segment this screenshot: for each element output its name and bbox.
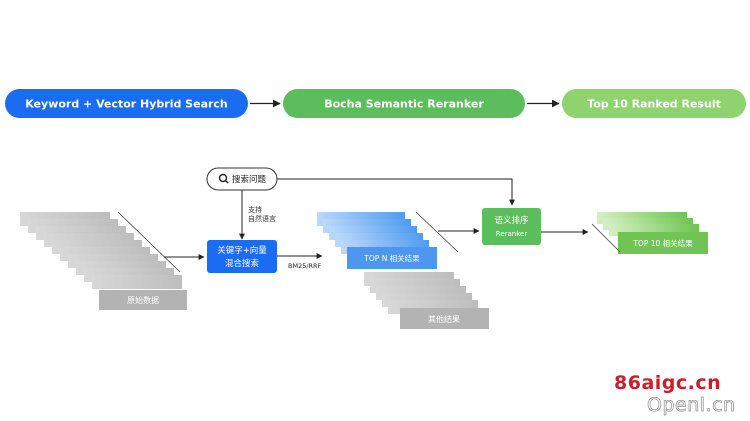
arrow-query-to-reranker (277, 178, 515, 206)
pipeline-step-reranker: Bocha Semantic Reranker (283, 89, 525, 118)
reranker-label-2: Reranker (496, 230, 528, 238)
raw-data-label: 原始数据 (127, 295, 159, 305)
raw-data-divider (117, 211, 181, 273)
search-icon (218, 173, 229, 184)
top-n-label: TOP N 相关结果 (363, 253, 420, 263)
search-query-label: 搜索问题 (232, 174, 267, 185)
hybrid-search-box: 关键字+向量 混合搜索 (207, 240, 277, 273)
other-results-stack: 其他结果 (364, 272, 489, 329)
top-n-stack: TOP N 相关结果 (317, 212, 437, 269)
watermark-openl: Openl.cn (647, 394, 736, 417)
support-label-2: 自然语言 (248, 214, 276, 223)
watermark-86aigc: 86aigc.cn (614, 372, 722, 394)
pipeline-step-hybrid-search: Keyword + Vector Hybrid Search (5, 89, 248, 118)
hybrid-search-label-2: 混合搜索 (225, 258, 259, 269)
top-n-divider (415, 211, 459, 253)
search-query-box: 搜索问题 (206, 167, 278, 191)
hybrid-search-label-1: 关键字+向量 (217, 245, 267, 256)
pipeline-step-top10-label: Top 10 Ranked Result (587, 98, 721, 111)
pipeline-step-hybrid-search-label: Keyword + Vector Hybrid Search (25, 98, 228, 111)
top10-stack: TOP 10 相关结果 (597, 212, 708, 254)
top10-divider (591, 223, 621, 253)
pipeline-step-top10: Top 10 Ranked Result (562, 89, 746, 118)
pipeline-step-reranker-label: Bocha Semantic Reranker (324, 98, 484, 111)
raw-data-stack: 原始数据 (20, 212, 187, 310)
reranker-label-1: 语义排序 (494, 215, 529, 226)
method-label: BM25/RRF (288, 262, 322, 270)
other-results-label: 其他结果 (428, 314, 460, 324)
support-label-1: 支持 (248, 205, 262, 214)
reranker-box: 语义排序 Reranker (482, 208, 541, 245)
top10-label: TOP 10 相关结果 (632, 238, 693, 248)
